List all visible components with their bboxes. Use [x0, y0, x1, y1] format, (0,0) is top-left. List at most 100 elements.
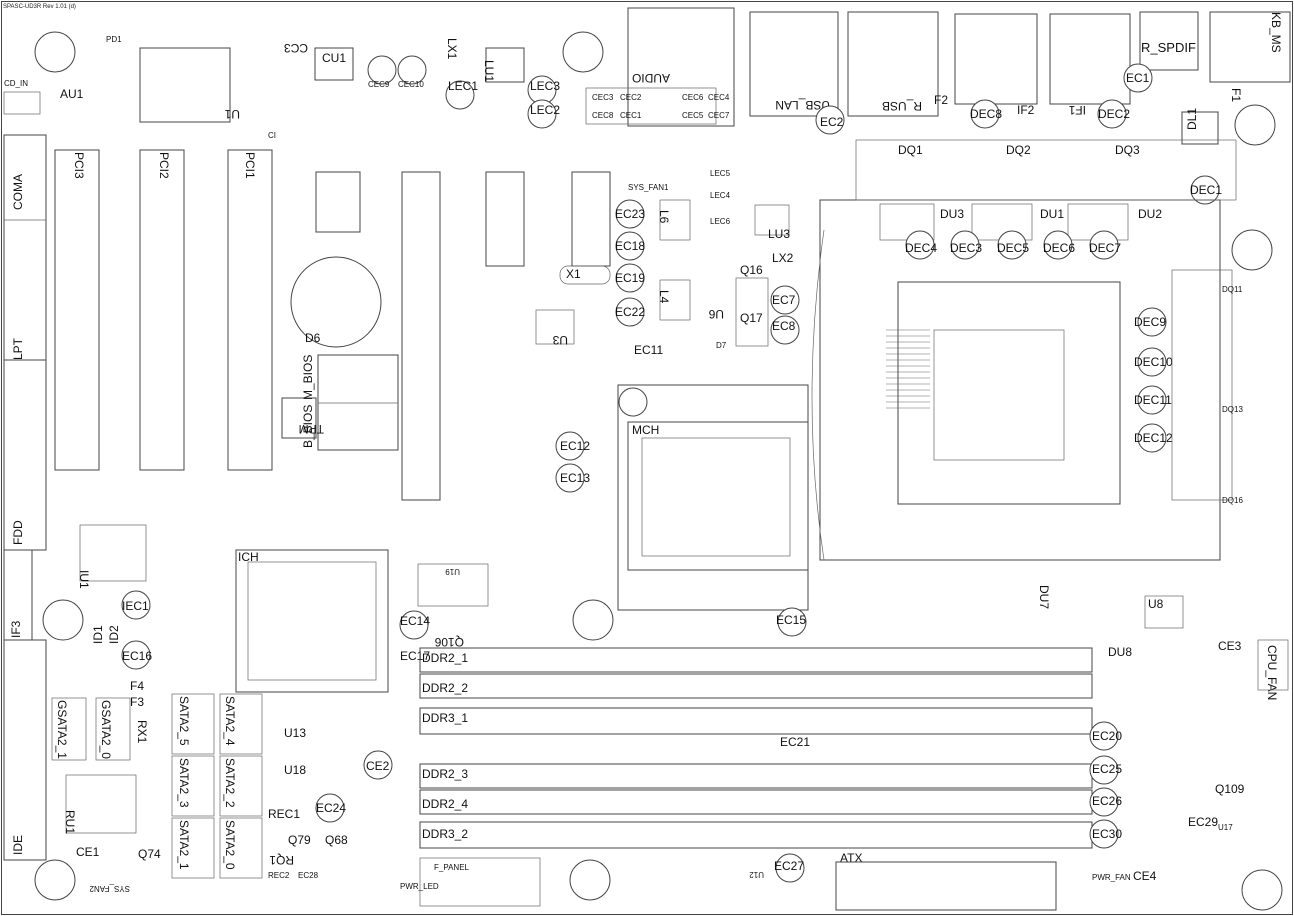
svg-text:SATA2_2: SATA2_2 [223, 758, 237, 808]
svg-text:EC18: EC18 [615, 239, 645, 253]
svg-text:EC7: EC7 [772, 293, 796, 307]
svg-text:Q106: Q106 [434, 635, 464, 649]
svg-text:U17: U17 [1218, 823, 1233, 832]
svg-text:EC19: EC19 [615, 271, 645, 285]
rear-io: AUDIO USB_LAN R_USB IF2 IF1 R_SPDIF KB_M… [627, 7, 1291, 127]
svg-text:CE2: CE2 [366, 759, 390, 773]
ci-label: CI [268, 131, 276, 140]
svg-text:GSATA2_0: GSATA2_0 [99, 700, 113, 759]
mounting-holes [34, 31, 1283, 911]
svg-text:RX1: RX1 [135, 720, 149, 744]
svg-text:ATX: ATX [840, 851, 862, 865]
coma-label: COMA [11, 174, 25, 210]
dec8-label: DEC8 [970, 107, 1002, 121]
svg-text:LU3: LU3 [768, 227, 790, 241]
kb-ms-label: KB_MS [1269, 12, 1283, 53]
au1-label: AU1 [60, 87, 84, 101]
svg-text:DDR2_3: DDR2_3 [422, 767, 468, 781]
svg-text:CEC2: CEC2 [620, 93, 642, 102]
svg-text:DDR3_1: DDR3_1 [422, 711, 468, 725]
u1-chip [139, 47, 231, 123]
svg-text:CEC8: CEC8 [592, 111, 614, 120]
svg-text:DEC11: DEC11 [1134, 393, 1172, 407]
lec3-label: LEC3 [530, 79, 560, 93]
pd1-label: PD1 [106, 35, 122, 44]
svg-text:CEC5: CEC5 [682, 111, 704, 120]
dec1-label: DEC1 [1190, 183, 1222, 197]
svg-text:DQ2: DQ2 [1006, 143, 1031, 157]
svg-text:DEC5: DEC5 [997, 241, 1029, 255]
svg-text:Q74: Q74 [138, 847, 161, 861]
pcie-slot [401, 171, 441, 501]
svg-text:Q16: Q16 [740, 263, 763, 277]
svg-text:U13: U13 [284, 726, 306, 740]
audio-caps: CEC3 CEC2 CEC6 CEC4 CEC8 CEC1 CEC5 CEC7 [585, 87, 730, 125]
svg-text:EC14: EC14 [400, 614, 430, 628]
svg-text:RQ1: RQ1 [269, 853, 294, 867]
ide-connector [3, 639, 47, 861]
svg-text:DEC3: DEC3 [950, 241, 982, 255]
svg-text:ID2: ID2 [107, 625, 121, 644]
pci3-slot [54, 149, 100, 471]
svg-text:EC22: EC22 [615, 305, 645, 319]
svg-text:SYS_FAN1: SYS_FAN1 [628, 183, 669, 192]
svg-text:X1: X1 [566, 267, 581, 281]
svg-text:EC17: EC17 [400, 649, 430, 663]
svg-text:EC11: EC11 [634, 343, 663, 357]
svg-text:F4: F4 [130, 679, 144, 693]
svg-text:EC26: EC26 [1092, 794, 1122, 808]
svg-text:CEC6: CEC6 [682, 93, 704, 102]
d6-label: D6 [305, 331, 321, 345]
svg-text:EC12: EC12 [560, 439, 590, 453]
svg-text:DEC6: DEC6 [1043, 241, 1075, 255]
pci2-label: PCI2 [157, 152, 171, 179]
fdd-label: FDD [11, 520, 25, 545]
sata-ports: SATA2_5 SATA2_4 SATA2_3 SATA2_2 SATA2_1 … [171, 693, 263, 879]
svg-text:Q79: Q79 [288, 833, 311, 847]
cu1-chip [314, 47, 354, 81]
cmos-battery [290, 256, 382, 348]
cd-in-label: CD_IN [4, 79, 28, 88]
svg-text:U12: U12 [749, 870, 764, 879]
ide-label: IDE [11, 835, 25, 855]
lu1-label: LU1 [482, 60, 496, 82]
pci-slots: PCI3 PCI2 PCI1 [54, 149, 273, 471]
if1-connector [1049, 13, 1131, 105]
svg-text:LEC4: LEC4 [710, 191, 731, 200]
svg-text:Q68: Q68 [325, 833, 348, 847]
bios-area: M_BIOS B_BIOS TPM [281, 354, 399, 451]
svg-text:EC13: EC13 [560, 471, 590, 485]
svg-text:U3: U3 [552, 333, 568, 347]
svg-text:DU7: DU7 [1037, 585, 1051, 609]
cec9-label: CEC9 [368, 80, 390, 89]
f2-label: F2 [934, 93, 948, 107]
cc3-label: CC3 [284, 41, 308, 55]
f1-label: F1 [1229, 88, 1243, 102]
svg-text:IEC1: IEC1 [122, 599, 149, 613]
u1-label: U1 [224, 107, 240, 121]
svg-text:DDR3_2: DDR3_2 [422, 827, 468, 841]
svg-text:EC15: EC15 [776, 613, 806, 627]
svg-text:PWR_LED: PWR_LED [400, 882, 439, 891]
svg-text:DDR2_4: DDR2_4 [422, 797, 468, 811]
coma-connector [3, 134, 47, 361]
svg-text:CEC7: CEC7 [708, 111, 730, 120]
cec10-label: CEC10 [398, 80, 424, 89]
memory-slots: DDR2_1 DDR2_2 DDR3_1 DDR2_3 DDR2_4 DDR3_… [419, 647, 1093, 849]
svg-text:CEC4: CEC4 [708, 93, 730, 102]
left-io: COMA LPT FDD IF3 IDE CD_IN [3, 79, 47, 861]
usb-lan-label: USB_LAN [775, 98, 830, 112]
mch-chip [627, 421, 809, 571]
svg-text:SATA2_0: SATA2_0 [223, 820, 237, 870]
svg-text:SYS_FAN2: SYS_FAN2 [89, 884, 130, 893]
svg-text:DU1: DU1 [1040, 207, 1064, 221]
svg-text:LX2: LX2 [772, 251, 794, 265]
pci3-label: PCI3 [72, 152, 86, 179]
svg-text:DEC12: DEC12 [1134, 431, 1173, 445]
b-bios-label: B_BIOS [301, 405, 315, 448]
audio-label: AUDIO [632, 71, 670, 85]
svg-text:SATA2_5: SATA2_5 [177, 696, 191, 746]
svg-text:DU8: DU8 [1108, 645, 1132, 659]
svg-text:Q109: Q109 [1215, 782, 1245, 796]
svg-text:DQ13: DQ13 [1222, 405, 1243, 414]
